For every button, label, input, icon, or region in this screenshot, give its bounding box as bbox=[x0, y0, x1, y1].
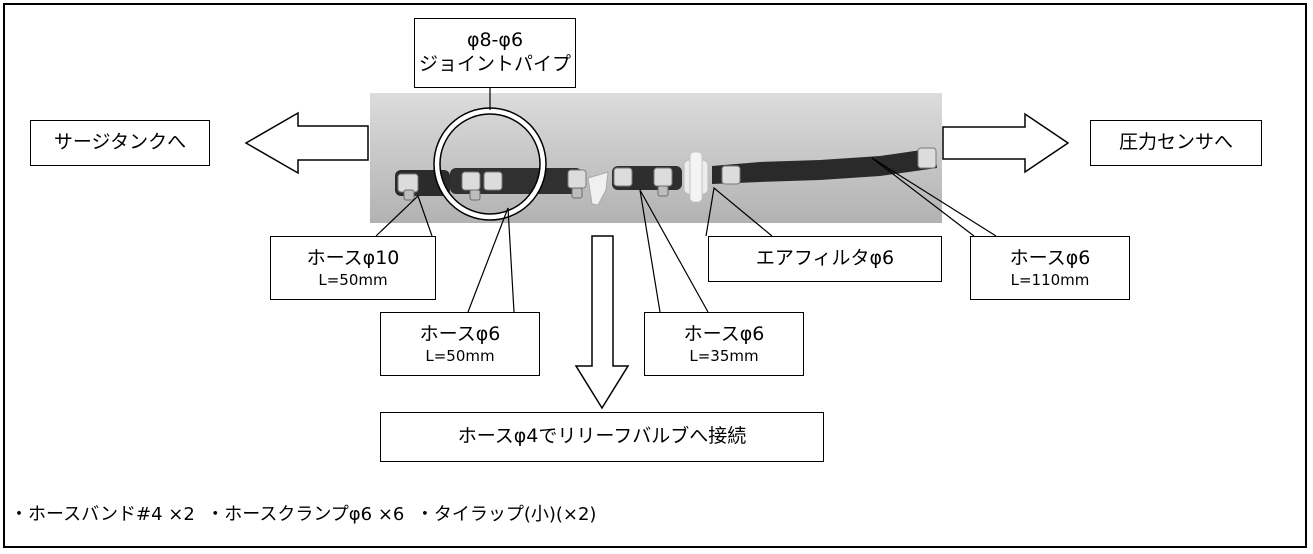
joint-pipe-label-line2: ジョイントパイプ bbox=[418, 53, 571, 75]
hose6-c-label-line2: L=110mm bbox=[1010, 270, 1090, 289]
hose6-b-label: ホースφ6 L=35mm bbox=[644, 312, 804, 376]
hose6-c-label-line1: ホースφ6 bbox=[1009, 246, 1091, 269]
arrow-to-relief-valve bbox=[574, 235, 630, 410]
arrow-to-surge-tank bbox=[244, 111, 369, 175]
air-filter-text: エアフィルタφ6 bbox=[755, 247, 895, 270]
pressure-sensor-text: 圧力センサへ bbox=[1118, 131, 1233, 154]
hose-clamp bbox=[567, 169, 587, 189]
hose-phi6-c bbox=[712, 148, 937, 184]
pressure-sensor-label: 圧力センサへ bbox=[1090, 120, 1262, 166]
hose-clamp bbox=[613, 167, 633, 187]
hose6-b-label-line2: L=35mm bbox=[689, 346, 759, 365]
clamp-screw bbox=[657, 185, 669, 197]
air-filter-label: エアフィルタφ6 bbox=[708, 236, 942, 282]
callout-line-air-filter bbox=[705, 186, 773, 237]
hose-phi6-a bbox=[450, 168, 582, 194]
callout-line-hose6-c bbox=[871, 157, 997, 237]
hose6-a-label-line2: L=50mm bbox=[425, 346, 495, 365]
hose-clamp bbox=[461, 171, 481, 191]
hose-clamp bbox=[721, 165, 741, 185]
hose6-a-label-line1: ホースφ6 bbox=[419, 322, 501, 345]
surge-tank-label: サージタンクへ bbox=[30, 120, 210, 166]
hose6-b-label-line1: ホースφ6 bbox=[683, 322, 765, 345]
arrow-to-pressure-sensor bbox=[942, 112, 1070, 174]
clamp-screw bbox=[403, 189, 415, 201]
hose-clamp bbox=[917, 147, 937, 169]
hose-clamp bbox=[483, 171, 503, 191]
parts-list: ・ホースバンド#4 ×2 ・ホースクランプφ6 ×6 ・タイラップ(小)(×2) bbox=[10, 504, 597, 525]
clamp-screw bbox=[571, 187, 583, 199]
callout-line-hose6-a bbox=[467, 207, 515, 313]
joint-pipe-label-line1: φ8-φ6 bbox=[466, 29, 524, 52]
callout-line-hose6-b bbox=[639, 189, 709, 313]
air-filter-body bbox=[683, 151, 709, 203]
callout-line-hose10 bbox=[375, 194, 433, 237]
diagram-frame bbox=[3, 3, 1307, 548]
relief-valve-text: ホースφ4でリリーフバルブへ接続 bbox=[457, 425, 747, 448]
hose-clamp bbox=[653, 167, 673, 187]
surge-tank-text: サージタンクへ bbox=[53, 131, 187, 154]
hose-clamp bbox=[397, 173, 419, 193]
clamp-screw bbox=[469, 189, 481, 201]
hose10-label-line1: ホースφ10 bbox=[306, 246, 400, 269]
relief-tee bbox=[587, 171, 609, 206]
hose10-label: ホースφ10 L=50mm bbox=[270, 236, 436, 300]
hose6-a-label: ホースφ6 L=50mm bbox=[380, 312, 540, 376]
hose10-label-line2: L=50mm bbox=[318, 270, 388, 289]
joint-pipe-highlight-circle bbox=[434, 108, 546, 220]
relief-valve-label: ホースφ4でリリーフバルブへ接続 bbox=[380, 412, 824, 462]
hose6-c-label: ホースφ6 L=110mm bbox=[970, 236, 1130, 300]
joint-pipe-label: φ8-φ6 ジョイントパイプ bbox=[414, 18, 576, 88]
